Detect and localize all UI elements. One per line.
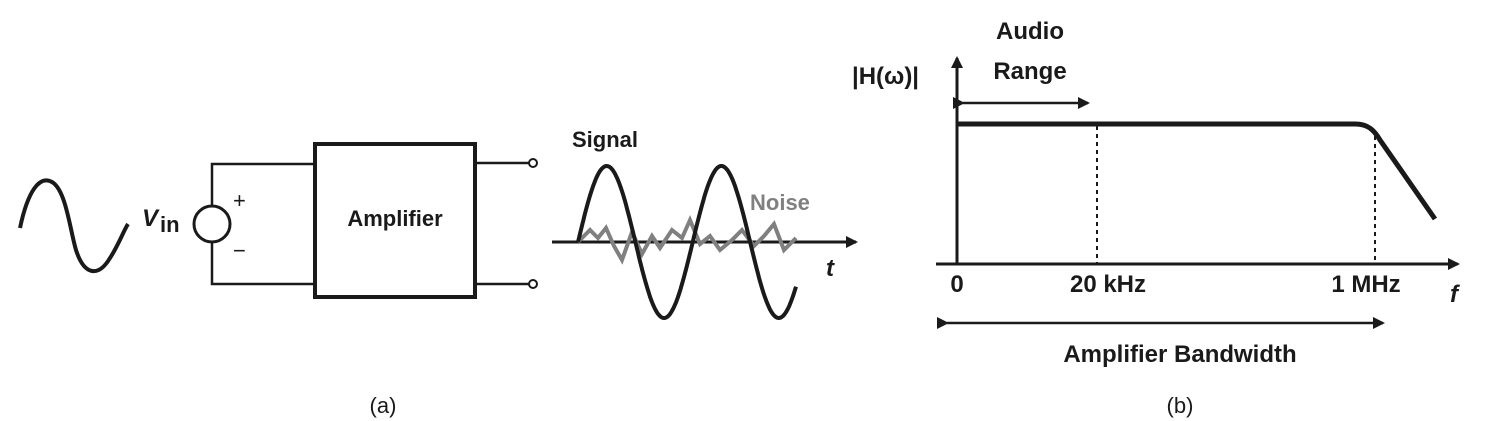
bandwidth-label: Amplifier Bandwidth (1063, 341, 1296, 368)
tick-label-1mhz: 1 MHz (1331, 271, 1400, 298)
input-sine-symbol (18, 178, 130, 273)
noise-label: Noise (750, 190, 810, 215)
noise-waveform (576, 214, 798, 265)
audio-label-line2: Range (993, 58, 1066, 85)
output-top-terminal (528, 158, 538, 168)
plus-sign: + (233, 188, 246, 213)
audio-label-line1: Audio (996, 18, 1064, 45)
tick-label-20khz: 20 kHz (1070, 271, 1146, 298)
output-bottom-terminal (528, 279, 538, 289)
panel-b: |H(ω)| Audio Range 0 20 kHz 1 MHz f Ampl… (852, 18, 1460, 368)
amplifier-block-label: Amplifier (347, 206, 443, 231)
y-axis-label: |H(ω)| (852, 63, 919, 90)
signal-waveform (576, 163, 798, 321)
panel-a: V in + − Amplifier Signal Noise t (18, 127, 858, 321)
source-bottom-wire (210, 242, 315, 286)
frequency-response-curve (957, 121, 1438, 221)
vin-subscript: in (160, 212, 180, 237)
caption-a: (a) (370, 393, 397, 418)
vin-label: V (142, 205, 160, 232)
tick-label-zero: 0 (950, 271, 963, 298)
amplifier-block (313, 142, 477, 299)
time-axis-label: t (826, 255, 835, 282)
minus-sign: − (233, 238, 246, 263)
voltage-source-circle (192, 204, 232, 244)
x-axis-label: f (1450, 281, 1460, 308)
source-top-wire (210, 162, 315, 206)
caption-b: (b) (1167, 393, 1194, 418)
signal-label: Signal (572, 127, 638, 152)
